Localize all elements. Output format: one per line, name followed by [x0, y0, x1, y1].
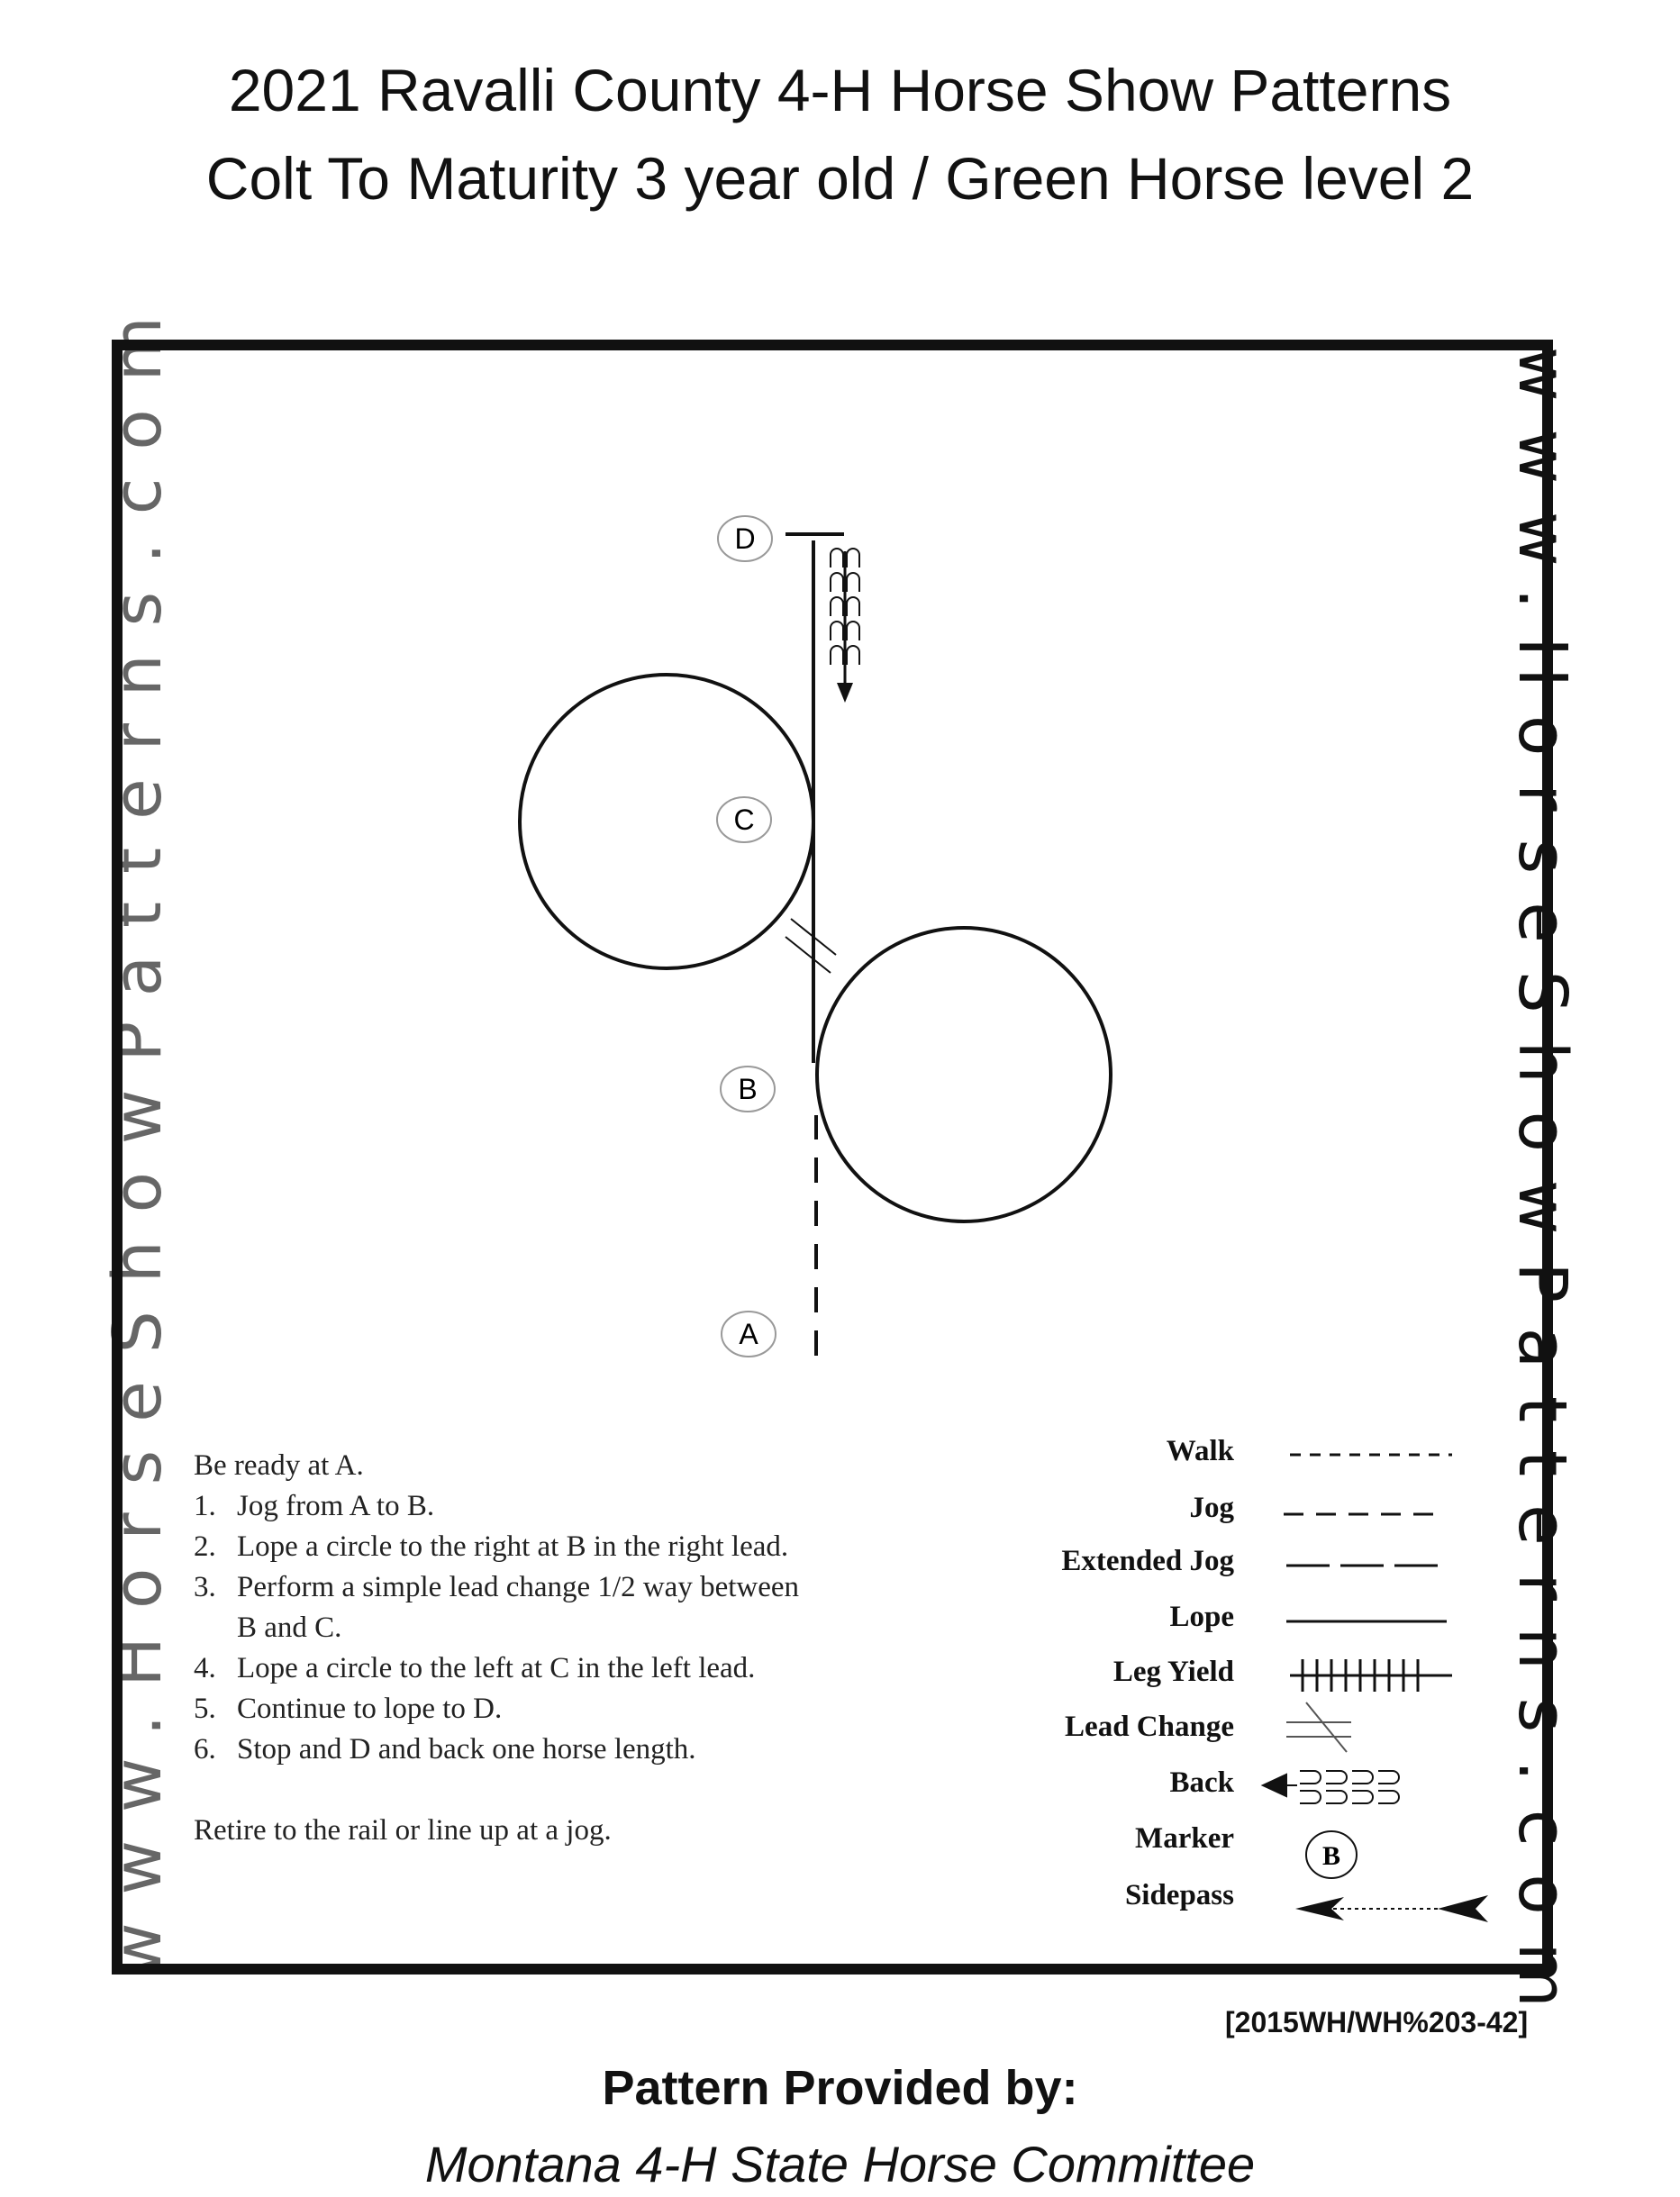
legend-leg-yield-label: Leg Yield — [1112, 1656, 1234, 1688]
legend-walk-label: Walk — [1166, 1435, 1234, 1467]
svg-text:D: D — [734, 522, 755, 555]
instruction-step-6: 6.Stop and D and back one horse length. — [194, 1733, 696, 1766]
instruction-closing: Retire to the rail or line up at a jog. — [194, 1814, 612, 1847]
legend-back-label: Back — [1169, 1766, 1234, 1799]
marker-a: A — [721, 1311, 776, 1357]
pattern-subtitle: Colt To Maturity 3 year old / Green Hors… — [205, 145, 1475, 212]
marker-b: B — [720, 1066, 776, 1112]
legend-jog-label: Jog — [1189, 1492, 1235, 1524]
instruction-step-3-cont: B and C. — [237, 1611, 342, 1644]
legend-sidepass-icon — [1295, 1895, 1488, 1922]
svg-text:B: B — [1322, 1841, 1340, 1871]
legend-lope-label: Lope — [1169, 1601, 1234, 1633]
legend-marker-label: Marker — [1135, 1822, 1234, 1855]
legend-lead-change-label: Lead Change — [1065, 1711, 1234, 1743]
lead-change-mark — [785, 918, 837, 974]
legend-lead-change-icon — [1286, 1702, 1351, 1753]
legend-extended-jog-label: Extended Jog — [1061, 1545, 1234, 1577]
legend-back-icon — [1260, 1770, 1400, 1804]
instruction-step-4: 4.Lope a circle to the left at C in the … — [194, 1652, 756, 1684]
marker-c: C — [716, 796, 772, 843]
svg-text:C: C — [733, 803, 754, 836]
left-circle — [518, 673, 815, 970]
arena-frame — [112, 340, 1553, 1975]
legend-marker-icon: B — [1305, 1830, 1358, 1879]
instructions: Be ready at A. 1.Jog from A to B. 2.Lope… — [194, 1446, 799, 1851]
pattern-code: [2015WH/WH%203-42] — [1225, 2006, 1529, 2038]
instruction-step-3: 3.Perform a simple lead change 1/2 way b… — [194, 1571, 800, 1603]
instruction-step-1: 1.Jog from A to B. — [194, 1490, 435, 1522]
back-arrow-icon — [837, 683, 853, 703]
committee-name: Montana 4-H State Horse Committee — [424, 2136, 1256, 2192]
right-circle — [815, 926, 1112, 1223]
legend-sidepass-label: Sidepass — [1124, 1879, 1234, 1911]
svg-text:B: B — [738, 1073, 757, 1105]
provided-by: Pattern Provided by: — [602, 2061, 1078, 2115]
instruction-step-2: 2.Lope a circle to the right at B in the… — [194, 1530, 789, 1563]
instruction-step-5: 5.Continue to lope to D. — [194, 1693, 503, 1725]
svg-text:A: A — [739, 1318, 758, 1350]
back-marks — [830, 548, 860, 665]
pattern-title: 2021 Ravalli County 4-H Horse Show Patte… — [228, 57, 1452, 123]
marker-d: D — [717, 515, 773, 562]
instruction-intro: Be ready at A. — [194, 1449, 364, 1482]
legend-leg-yield-line — [1290, 1659, 1452, 1692]
